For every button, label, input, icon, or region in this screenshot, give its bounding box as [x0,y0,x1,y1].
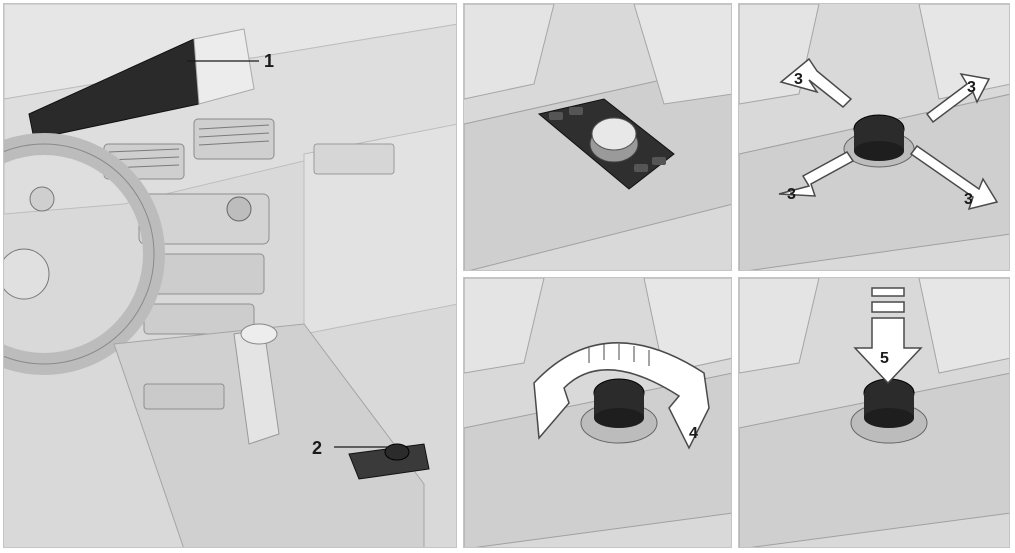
callout-tilt-label: 3 [794,71,803,88]
dashboard-illustration: 1 2 [4,4,457,548]
dashboard-overview-panel: 1 2 [3,3,457,548]
turn-illustration: 4 [464,278,732,548]
callout-turn-label: 4 [689,425,698,442]
tilt-directions-panel: 3 3 3 3 [738,3,1010,271]
rotary-knob-icon [592,118,636,150]
press-panel: 5 [738,277,1010,548]
callout-controller-label: 2 [312,438,322,458]
callout-tilt-label: 3 [967,79,976,96]
callout-press-label: 5 [880,350,889,367]
callout-tilt-label: 3 [787,186,796,203]
callout-screen-label: 1 [264,51,274,71]
controller-closeup-illustration [464,4,732,271]
controller-closeup-panel [463,3,732,271]
turn-panel: 4 [463,277,732,548]
press-illustration: 5 [739,278,1010,548]
callout-tilt-label: 3 [964,191,973,208]
tilt-illustration: 3 3 3 3 [739,4,1010,271]
